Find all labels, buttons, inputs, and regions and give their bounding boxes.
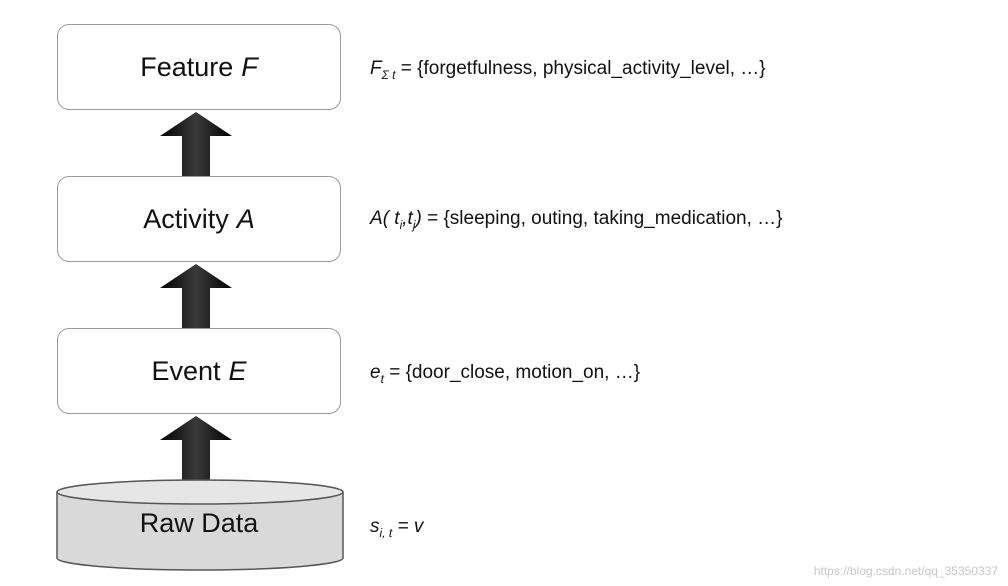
feature-layer-box: Feature F: [57, 24, 341, 110]
feature-formula-rhs: = {forgetfulness, physical_activity_leve…: [395, 58, 766, 79]
raw-formula-subscript: i, t: [379, 525, 393, 540]
activity-formula: A( ti,tj) = {sleeping, outing, taking_me…: [370, 208, 783, 232]
activity-formula-rhs: = {sleeping, outing, taking_medication, …: [421, 208, 783, 229]
event-formula-subscript: t: [380, 371, 384, 386]
activity-formula-symbol: A: [370, 208, 383, 229]
activity-formula-sub-j: j: [412, 217, 416, 232]
feature-layer-label: Feature: [140, 51, 234, 82]
raw-data-label: Raw Data: [139, 508, 259, 538]
event-formula: et = {door_close, motion_on, …}: [370, 362, 640, 386]
up-arrow-rawdata-to-event: [160, 416, 232, 480]
raw-data-formula: si, t = v: [370, 516, 423, 540]
event-layer-box: Event E: [57, 328, 341, 414]
feature-formula: FΣ t = {forgetfulness, physical_activity…: [370, 58, 766, 82]
activity-formula-args-open: ( t: [382, 208, 400, 229]
event-formula-symbol: e: [370, 362, 381, 383]
up-arrow-event-to-activity: [160, 264, 232, 328]
event-formula-rhs: = {door_close, motion_on, …}: [383, 362, 641, 383]
raw-formula-symbol: s: [370, 516, 380, 537]
event-layer-label: Event: [151, 355, 221, 386]
raw-data-cylinder: [56, 479, 344, 571]
activity-layer-var: A: [236, 203, 255, 234]
up-arrow-activity-to-feature: [160, 112, 232, 176]
feature-formula-symbol: F: [370, 58, 382, 79]
activity-layer-box: Activity A: [57, 176, 341, 262]
feature-layer-var: F: [241, 51, 258, 82]
activity-formula-args-comma: ,t: [402, 208, 413, 229]
activity-formula-args-close: ): [415, 208, 422, 229]
feature-formula-subscript: Σ t: [381, 67, 396, 82]
watermark-text: https://blog.csdn.net/qq_35350337: [813, 564, 998, 578]
activity-layer-label: Activity: [143, 203, 229, 234]
raw-formula-rhs: = v: [392, 516, 424, 537]
activity-formula-sub-i: i: [399, 217, 403, 232]
event-layer-var: E: [228, 355, 247, 386]
